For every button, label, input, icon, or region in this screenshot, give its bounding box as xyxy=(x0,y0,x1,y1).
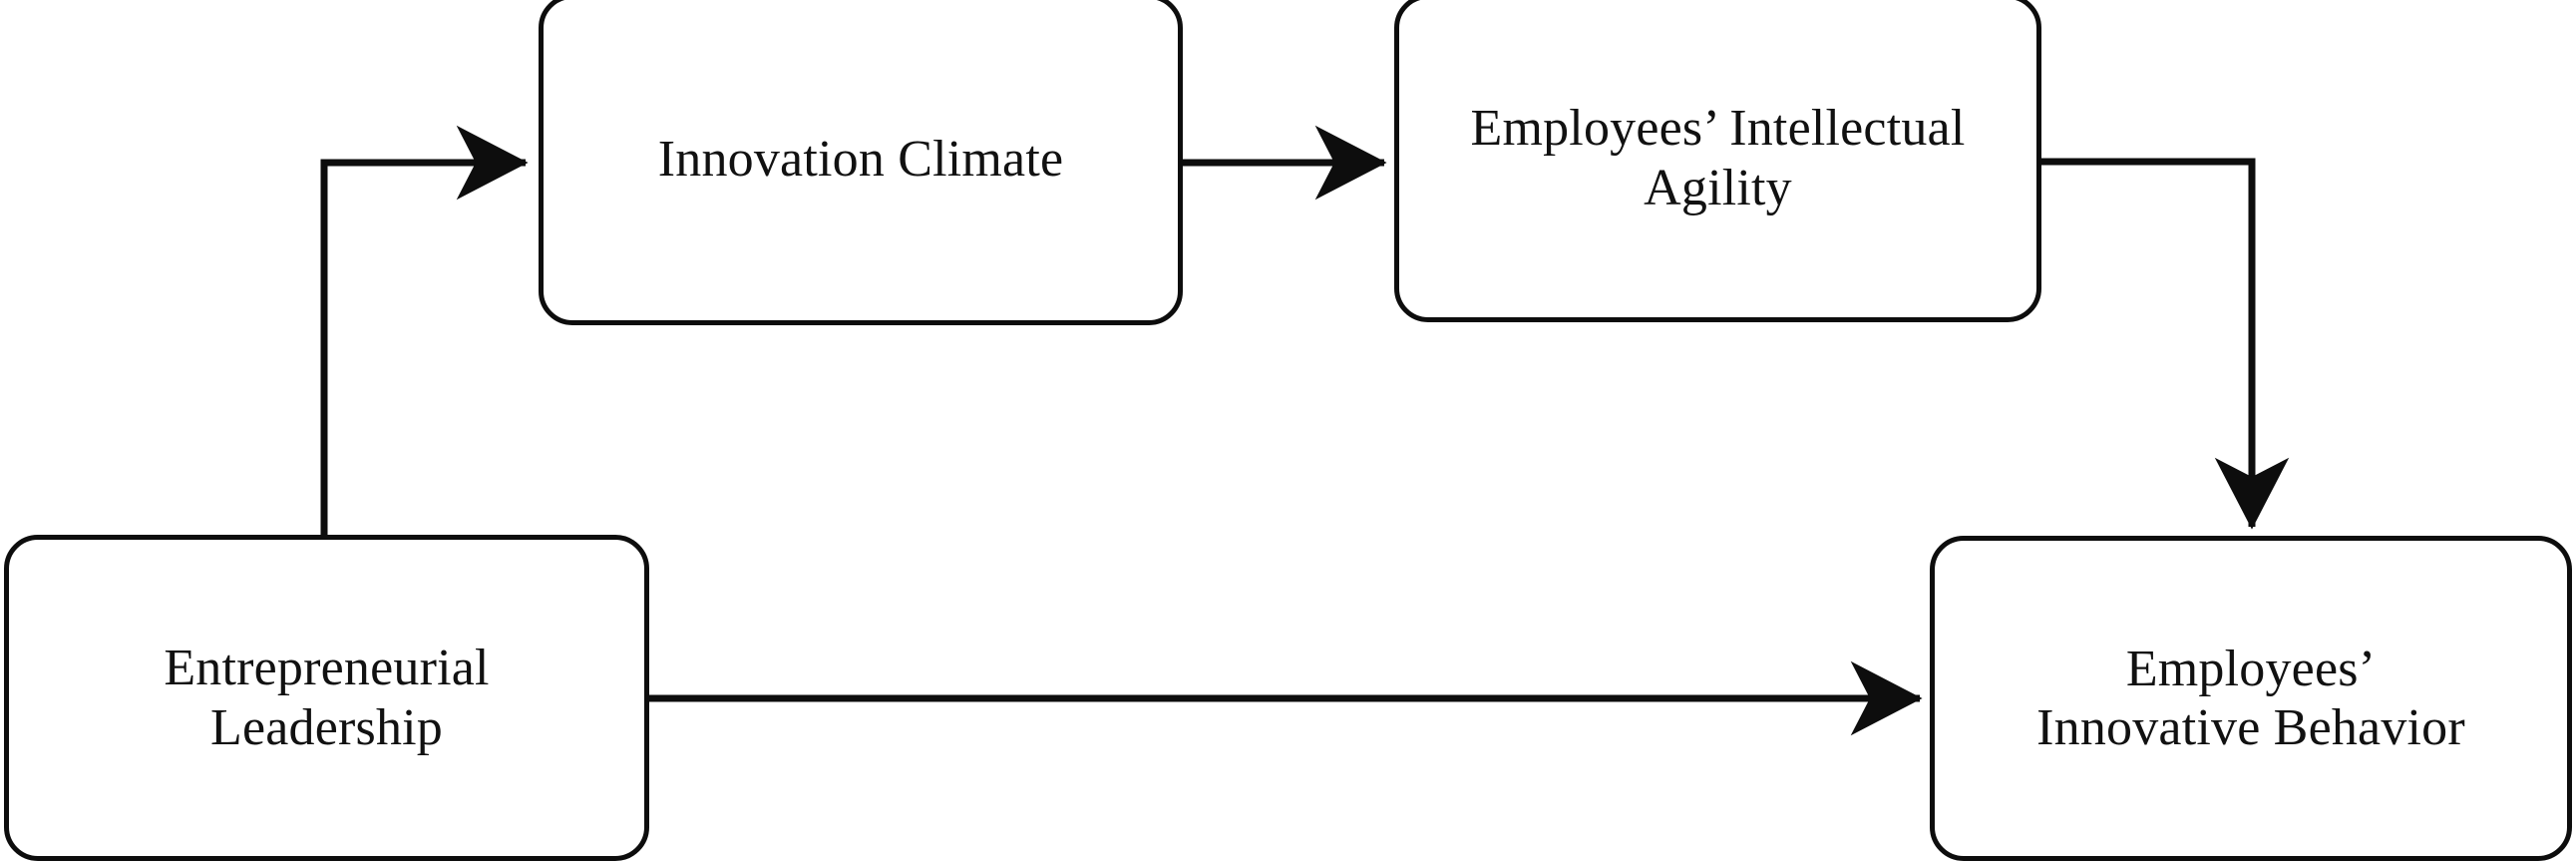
node-innovation-climate-label: Innovation Climate xyxy=(657,131,1064,189)
node-entrepreneurial-leadership[interactable]: Entrepreneurial Leadership xyxy=(4,535,649,861)
node-innovative-behavior-label: Employees’ Innovative Behavior xyxy=(2036,640,2465,756)
node-innovation-climate[interactable]: Innovation Climate xyxy=(539,0,1183,325)
edge-ia-to-eib xyxy=(2040,158,2290,530)
node-intellectual-agility-label: Employees’ Intellectual Agility xyxy=(1470,100,1966,216)
node-intellectual-agility[interactable]: Employees’ Intellectual Agility xyxy=(1394,0,2041,322)
node-entrepreneurial-leadership-label: Entrepreneurial Leadership xyxy=(164,640,490,756)
node-innovative-behavior[interactable]: Employees’ Innovative Behavior xyxy=(1930,536,2572,861)
edge-el-to-ic xyxy=(320,125,529,539)
